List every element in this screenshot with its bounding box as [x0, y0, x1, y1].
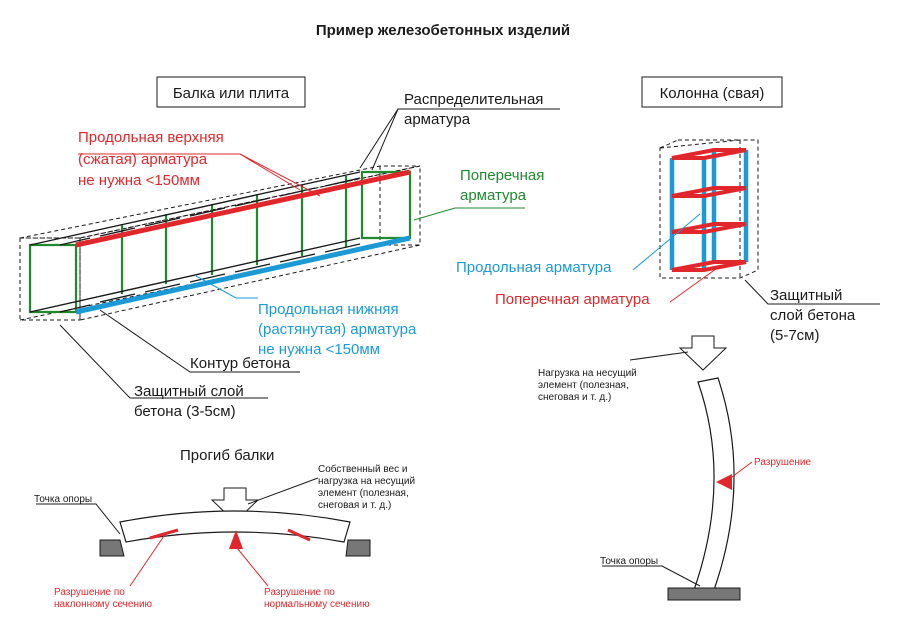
label-line: Защитный: [770, 287, 842, 304]
label-line: элемент (полезная,: [538, 380, 629, 391]
deflection-section: Прогиб балки Собственный вес и нагрузка …: [34, 447, 415, 610]
beam-label-box: [156, 76, 306, 108]
label-line: снеговая и т. д.): [538, 392, 611, 403]
label-concrete-contour: Контур бетона: [190, 355, 291, 372]
buckling-load-arrow: [678, 335, 728, 371]
label-line: Продольная верхняя: [78, 129, 224, 146]
left-support: [99, 539, 125, 557]
label-fail-inclined: Разрушение по наклонному сечению: [54, 587, 153, 610]
label-line: Защитный слой: [134, 383, 244, 400]
buckling-section: Нагрузка на несущий элемент (полезная, с…: [538, 335, 812, 601]
label-line: (5-7см): [770, 327, 819, 344]
beam-cracks: [149, 528, 311, 542]
beam-bottom-rebar: [75, 235, 411, 315]
label-line: наклонному сечению: [54, 599, 153, 610]
deflected-beam: [119, 510, 351, 543]
column-label-box: [641, 76, 783, 108]
label-deflection-support: Точка опоры: [34, 494, 92, 505]
label-column-longitudinal: Продольная арматура: [456, 259, 612, 276]
column-concrete-contour: [659, 139, 759, 279]
right-support: [345, 539, 371, 557]
normal-crack-marker: [229, 530, 243, 549]
beam-leaders: [59, 108, 560, 399]
beam-label: Балка или плита: [173, 85, 290, 102]
label-line: слой бетона: [770, 307, 856, 324]
buckling-load-leader: [629, 351, 689, 361]
label-line: Распределительная: [404, 91, 543, 108]
label-column-cover: Защитный слой бетона (5-7см): [770, 287, 856, 344]
deflection-load-leader: [247, 477, 319, 505]
column-section: Колонна (свая) Продольная: [456, 76, 880, 344]
label-line: элемент (полезная,: [318, 488, 409, 499]
label-line: Собственный вес и: [318, 463, 407, 475]
column-base: [667, 587, 741, 601]
column-ties: [671, 148, 747, 272]
label-line: Разрушение по: [264, 587, 335, 598]
deflection-title: Прогиб балки: [180, 447, 274, 464]
label-line: арматура: [460, 187, 527, 204]
label-top-rebar: Продольная верхняя (сжатая) арматура не …: [78, 129, 224, 189]
column-longitudinal-bars: [669, 150, 749, 270]
beam-top-rebar: [75, 169, 411, 248]
label-distribution-rebar: Распределительная арматура: [404, 91, 543, 128]
label-bottom-rebar: Продольная нижняя (растянутая) арматура …: [258, 301, 417, 358]
label-line: Поперечная: [460, 167, 544, 184]
beam-distribution-bars: [29, 171, 361, 313]
label-line: (сжатая) арматура: [78, 151, 208, 168]
label-line: не нужна <150мм: [258, 341, 380, 358]
label-line: бетона (3-5см): [134, 403, 236, 420]
column-leaders: [632, 213, 880, 305]
label-line: не нужна <150мм: [78, 172, 200, 189]
label-line: Разрушение по: [54, 587, 125, 598]
page-title: Пример железобетонных изделий: [316, 22, 570, 39]
label-line: снеговая и т. д.): [318, 500, 391, 511]
column-label: Колонна (свая): [660, 85, 765, 102]
label-buckling-support: Точка опоры: [600, 556, 658, 567]
deflection-leaders: [36, 503, 269, 587]
label-column-failure: Разрушение: [754, 457, 812, 468]
column-crack-marker: [716, 474, 732, 490]
label-column-transverse: Поперечная арматура: [495, 291, 650, 308]
label-line: арматура: [404, 111, 471, 128]
label-line: нагрузка на несущий: [318, 476, 415, 487]
label-line: нормальному сечению: [264, 599, 370, 610]
label-deflection-load: Собственный вес и нагрузка на несущий эл…: [318, 463, 415, 511]
buckling-leaders: [602, 461, 753, 587]
beam-section: Балка или плита: [19, 76, 560, 420]
label-transverse-rebar: Поперечная арматура: [460, 167, 544, 204]
label-beam-cover: Защитный слой бетона (3-5см): [134, 383, 244, 420]
label-line: (растянутая) арматура: [258, 321, 417, 338]
label-line: Продольная нижняя: [258, 301, 399, 318]
label-line: Нагрузка на несущий: [538, 368, 637, 379]
label-fail-normal: Разрушение по нормальному сечению: [264, 587, 370, 610]
label-buckling-load: Нагрузка на несущий элемент (полезная, с…: [538, 368, 637, 403]
